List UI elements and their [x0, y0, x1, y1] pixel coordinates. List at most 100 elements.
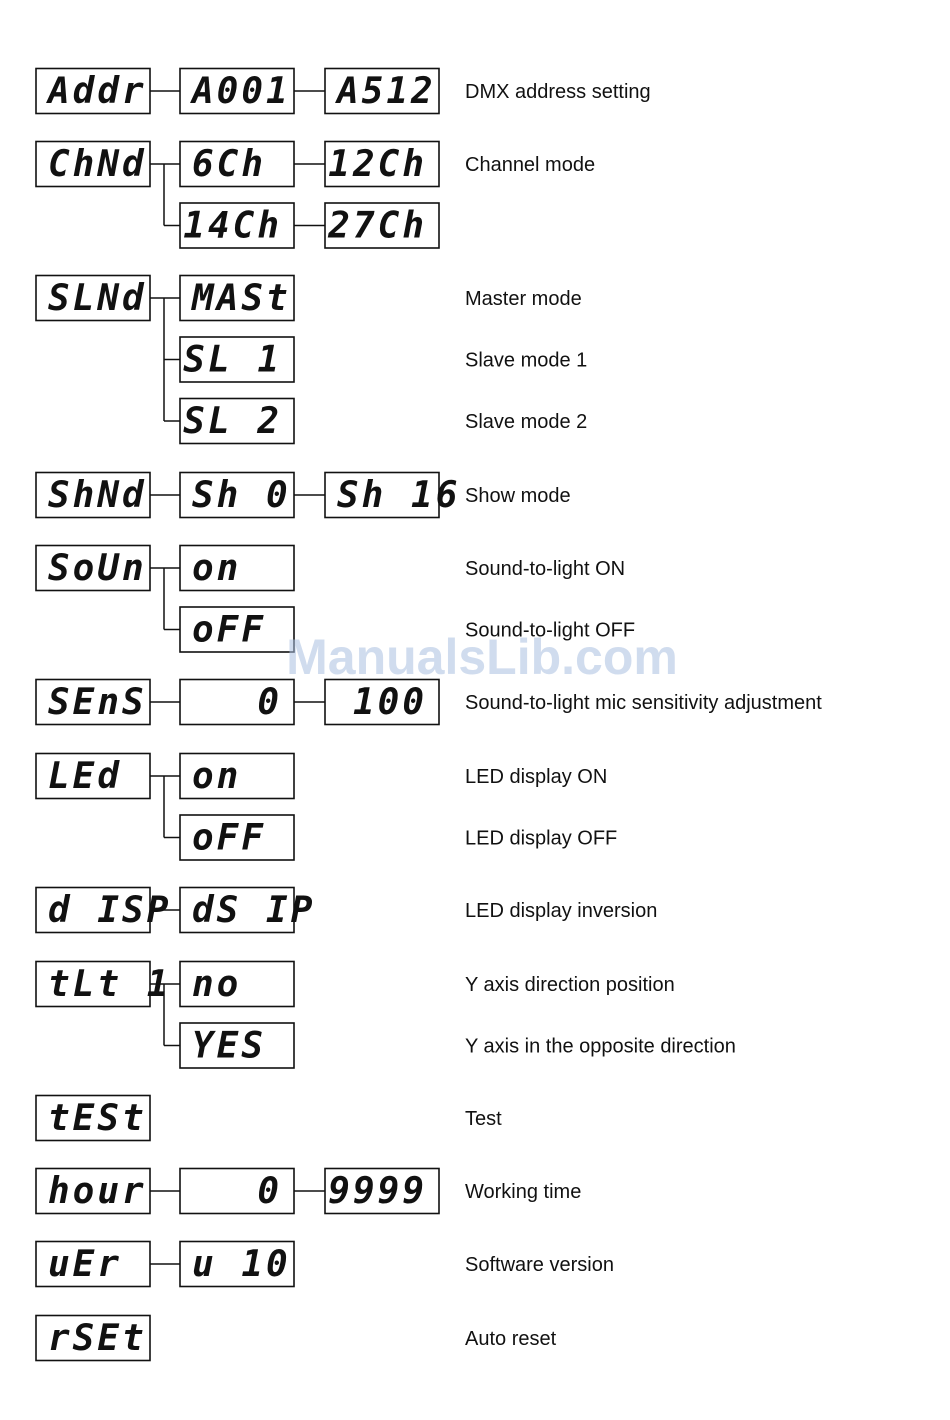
option-chnd-1-frame — [324, 140, 440, 188]
menu-group-rset: rSEt Auto reset — [35, 1314, 557, 1362]
menu-group-led: LEd on oFF LED display ON LED display OFF — [35, 752, 617, 861]
menu-item-sens-text: SEnS — [48, 682, 147, 723]
option-hour-1: 9999 — [324, 1167, 440, 1215]
menu-item-slnd-frame — [35, 274, 151, 322]
menu-item-rset: rSEt — [35, 1314, 151, 1362]
menu-item-chnd-text: ChNd — [48, 144, 147, 185]
option-led-0: on — [179, 752, 295, 800]
menu-group-test: tESt Test — [35, 1094, 502, 1142]
option-slnd-2-frame — [179, 397, 295, 445]
menu-item-shnd-text: ShNd — [48, 475, 147, 516]
option-addr-0: A001 — [179, 67, 295, 115]
watermark-text: ManualsLib.com — [286, 629, 678, 685]
menu-item-ver-text: uEr — [48, 1244, 122, 1285]
option-slnd-0-frame — [179, 274, 295, 322]
option-sens-0: 0 — [179, 678, 295, 726]
menu-item-rset-text: rSEt — [48, 1318, 147, 1359]
menu-item-hour: hour — [35, 1167, 151, 1215]
menu-item-led-text: LEd — [48, 756, 122, 797]
menu-item-sens-frame — [35, 678, 151, 726]
option-soun-1-frame — [179, 606, 295, 653]
menu-item-ver-frame — [35, 1240, 151, 1288]
option-addr-1-text: A512 — [335, 71, 436, 112]
description-hour-0: Working time — [465, 1181, 581, 1203]
menu-item-test-frame — [35, 1094, 151, 1142]
option-chnd-1: 12Ch — [324, 140, 440, 188]
option-soun-0: on — [179, 544, 295, 592]
option-ver-0: u 10 — [179, 1240, 295, 1288]
description-rset-0: Auto reset — [465, 1328, 557, 1350]
option-chnd-2: 14Ch — [179, 202, 295, 249]
option-led-0-frame — [179, 752, 295, 800]
option-chnd-2-text: 14Ch — [183, 206, 282, 247]
option-sens-1-text: 100 — [353, 682, 427, 723]
description-test-0: Test — [465, 1108, 502, 1130]
option-disp-0: dS IP — [179, 886, 315, 934]
option-chnd-1-text: 12Ch — [328, 144, 427, 185]
option-chnd-0-text: 6Ch — [192, 144, 266, 185]
menu-item-addr: Addr — [35, 67, 151, 115]
option-addr-1-frame — [324, 67, 440, 115]
option-slnd-1: SL 1 — [179, 336, 295, 383]
description-sens-0: Sound-to-light mic sensitivity adjustmen… — [465, 692, 822, 714]
option-soun-1: oFF — [179, 606, 295, 653]
option-slnd-0-text: MASt — [191, 278, 291, 319]
menu-item-hour-text: hour — [48, 1171, 147, 1212]
menu-item-soun-frame — [35, 544, 151, 592]
description-chnd-0: Channel mode — [465, 154, 595, 176]
option-led-1-text: oFF — [192, 818, 266, 859]
menu-item-soun-text: SoUn — [48, 548, 147, 589]
description-led-0: LED display ON — [465, 766, 607, 788]
menu-item-addr-frame — [35, 67, 151, 115]
option-hour-0-text: 0 — [257, 1171, 282, 1212]
option-chnd-3-frame — [324, 202, 440, 249]
option-sens-0-frame — [179, 678, 295, 726]
menu-item-slnd: SLNd — [35, 274, 151, 322]
option-slnd-0: MASt — [179, 274, 295, 322]
description-shnd-0: Show mode — [465, 485, 571, 507]
description-soun-1: Sound-to-light OFF — [465, 620, 635, 642]
menu-item-chnd: ChNd — [35, 140, 151, 188]
option-tlt1-0: no — [179, 960, 295, 1008]
option-tlt1-1-text: YES — [192, 1026, 266, 1067]
description-soun-0: Sound-to-light ON — [465, 558, 625, 580]
option-sens-0-text: 0 — [257, 682, 282, 723]
description-slnd-1: Slave mode 1 — [465, 350, 587, 372]
description-tlt1-1: Y axis in the opposite direction — [465, 1036, 736, 1058]
menu-item-led: LEd — [35, 752, 151, 800]
option-slnd-1-text: SL 1 — [183, 340, 282, 381]
option-tlt1-1: YES — [179, 1022, 295, 1069]
option-chnd-3: 27Ch — [324, 202, 440, 249]
option-addr-0-frame — [179, 67, 295, 115]
menu-group-sens: SEnS 0 100 Sound-to-light mic sensitivity a… — [35, 678, 822, 726]
option-disp-0-text: dS IP — [192, 890, 315, 931]
menu-item-hour-frame — [35, 1167, 151, 1215]
menu-item-led-frame — [35, 752, 151, 800]
option-shnd-1-text: Sh 16 — [337, 475, 460, 516]
menu-item-test: tESt — [35, 1094, 151, 1142]
option-slnd-2-text: SL 2 — [183, 401, 282, 442]
menu-item-shnd-frame — [35, 471, 151, 519]
option-soun-0-frame — [179, 544, 295, 592]
menu-item-tlt1: tLt 1 — [35, 960, 168, 1008]
option-led-0-text: on — [192, 756, 241, 797]
option-addr-1: A512 — [324, 67, 440, 115]
option-shnd-0: Sh 0 — [179, 471, 295, 519]
menu-item-disp-text: d ISP — [48, 890, 171, 931]
menu-item-shnd: ShNd — [35, 471, 151, 519]
option-sens-1: 100 — [324, 678, 440, 726]
menu-group-chnd: ChNd 6Ch 12Ch 14Ch 27Ch Channel mode — [35, 140, 595, 249]
menu-group-hour: hour 0 9999 Working time — [35, 1167, 581, 1215]
option-hour-0: 0 — [179, 1167, 295, 1215]
option-slnd-2: SL 2 — [179, 397, 295, 445]
description-tlt1-0: Y axis direction position — [465, 974, 675, 996]
option-tlt1-1-frame — [179, 1022, 295, 1069]
description-led-1: LED display OFF — [465, 828, 617, 850]
option-led-1-frame — [179, 814, 295, 861]
